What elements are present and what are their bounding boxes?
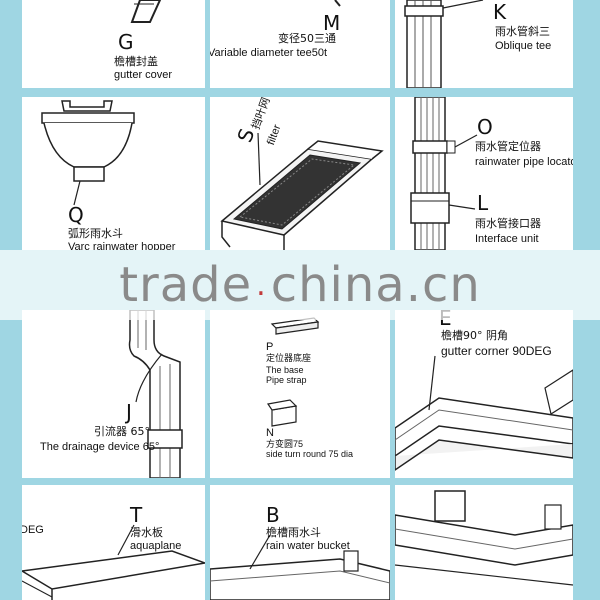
cell-drainage-device: J 引流器 65° The drainage device 65° [22, 310, 205, 478]
part-cn-k: 雨水管斜三 [495, 25, 550, 38]
cell-aquaplane: DEG T 滑水板 aquaplane [22, 485, 205, 600]
part-letter-o: O [477, 115, 493, 139]
part-en-t: aquaplane [130, 540, 182, 552]
part-en-n: side turn round 75 dia [266, 449, 354, 459]
part-cn-b: 檐槽雨水斗 [266, 526, 321, 539]
part-letter-p: P [266, 341, 274, 353]
part-letter-m: M [323, 11, 341, 35]
pipe-strap-drawing [266, 317, 320, 427]
part-en-b: rain water bucket [266, 540, 350, 552]
part-letter-t: T [130, 503, 143, 527]
part-deg-t: DEG [22, 524, 44, 536]
drainage-device-drawing [128, 310, 183, 478]
cell-gutter-cover: G 檐槽封盖 gutter cover [22, 0, 205, 88]
part-letter-q: Q [68, 203, 84, 227]
part-cn-e: 檐槽90° 阴角 [441, 329, 508, 342]
watermark-dot: . [256, 267, 267, 303]
part-letter-l: L [477, 191, 489, 215]
part-letter-g: G [118, 30, 134, 54]
cell-filter: S 挡叶网 filter [210, 97, 390, 250]
watermark-part1: trade [119, 257, 253, 313]
pipe-locator-drawing [410, 97, 478, 250]
cell-oblique-tee: K 雨水管斜三 Oblique tee [395, 0, 573, 88]
part-en1-p: The base [266, 365, 304, 375]
variable-tee-drawing [334, 0, 341, 7]
cell-rain-water-bucket: B 檐槽雨水斗 rain water bucket [210, 485, 390, 600]
part-cn-t: 滑水板 [130, 526, 163, 539]
watermark: trade.china.cn [0, 250, 600, 320]
cell-variable-tee: M 变径50三通 Variable diameter tee50t [210, 0, 390, 88]
filter-drawing [220, 132, 384, 250]
part-cn-p: 定位器底座 [266, 353, 312, 363]
rainwater-hopper-drawing [41, 100, 135, 206]
part-en-k: Oblique tee [495, 40, 552, 52]
watermark-part2: china.cn [270, 257, 481, 313]
part-letter-k: K [493, 0, 507, 24]
part-en-m: Variable diameter tee50t [210, 47, 328, 59]
part-cn-g: 檐槽封盖 [114, 55, 158, 68]
part-en2-p: Pipe strap [266, 375, 307, 385]
cell-gutter-corner: E 檐槽90° 阴角 gutter corner 90DEG [395, 310, 573, 478]
part-en-o: rainwater pipe locato [475, 156, 573, 168]
rain-water-bucket-drawing [210, 534, 390, 600]
part-letter-j: J [126, 400, 132, 424]
gutter-assembly-drawing [395, 490, 573, 586]
part-en-g: gutter cover [114, 69, 173, 81]
cell-rainwater-hopper: Q 弧形雨水斗 Varc rainwater hopper [22, 97, 205, 250]
cell-pipe-strap: P 定位器底座 The base Pipe strap N 方变圆75 side… [210, 310, 390, 478]
part-cn-j: 引流器 65° [94, 425, 150, 438]
gutter-corner-drawing [395, 355, 573, 471]
part-en-j: The drainage device 65° [40, 441, 160, 453]
aquaplane-drawing [22, 524, 205, 600]
part-cn-m: 变径50三通 [278, 32, 336, 45]
part-cn-n: 方变圆75 [266, 439, 304, 449]
gutter-cover-drawing [130, 0, 162, 23]
cell-pipe-locator: O 雨水管定位器 rainwater pipe locato L 雨水管接口器 … [395, 97, 573, 250]
oblique-tee-drawing [404, 0, 484, 88]
part-en-e: gutter corner 90DEG [441, 344, 552, 358]
part-cn-q: 弧形雨水斗 [68, 227, 123, 240]
part-cn-o: 雨水管定位器 [475, 140, 541, 153]
part-en-l: Interface unit [475, 233, 539, 245]
part-cn-l: 雨水管接口器 [475, 217, 541, 230]
part-letter-n: N [266, 427, 274, 439]
part-letter-b: B [266, 503, 280, 527]
cell-gutter-assembly [395, 485, 573, 600]
part-en-q: Varc rainwater hopper [68, 241, 176, 250]
